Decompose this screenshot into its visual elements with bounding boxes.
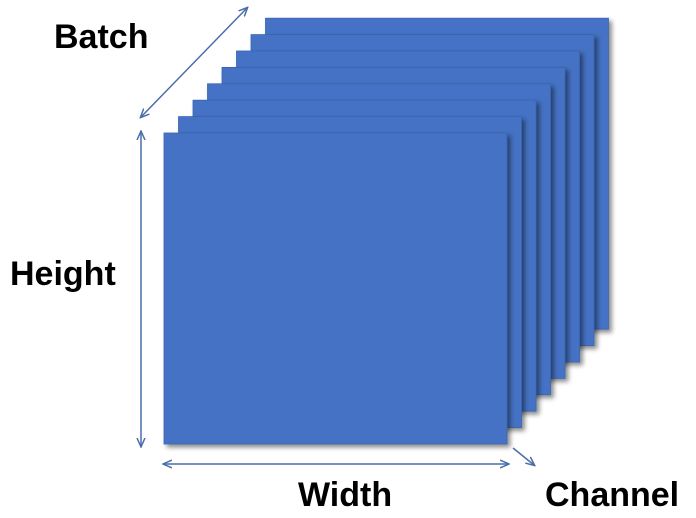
batch-label: Batch (54, 18, 149, 56)
batch-arrow (141, 8, 247, 117)
channel-sheet (163, 132, 508, 445)
channel-sheets-stack (163, 17, 609, 445)
height-label: Height (10, 255, 116, 293)
channel-arrow (512, 447, 534, 465)
width-label: Width (298, 476, 393, 514)
channel-label: Channel (545, 476, 680, 514)
